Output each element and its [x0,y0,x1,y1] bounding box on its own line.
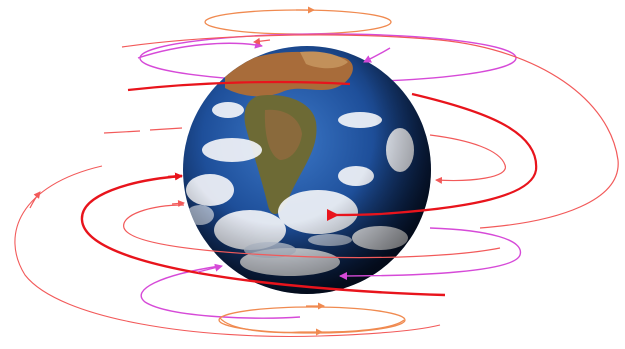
orbit-top-orange [205,10,391,34]
magenta-top-arrow-right [364,48,390,62]
thin-top-arrow [254,40,270,42]
outer-left-arrow [30,192,40,208]
orbit-bottom-front [220,318,404,332]
thin-dash-left [104,128,182,133]
thin-right-loop [430,135,505,180]
thin-left-arrow [172,203,184,204]
magenta-top-front [138,43,262,58]
red-current-left-arrow [168,176,182,177]
